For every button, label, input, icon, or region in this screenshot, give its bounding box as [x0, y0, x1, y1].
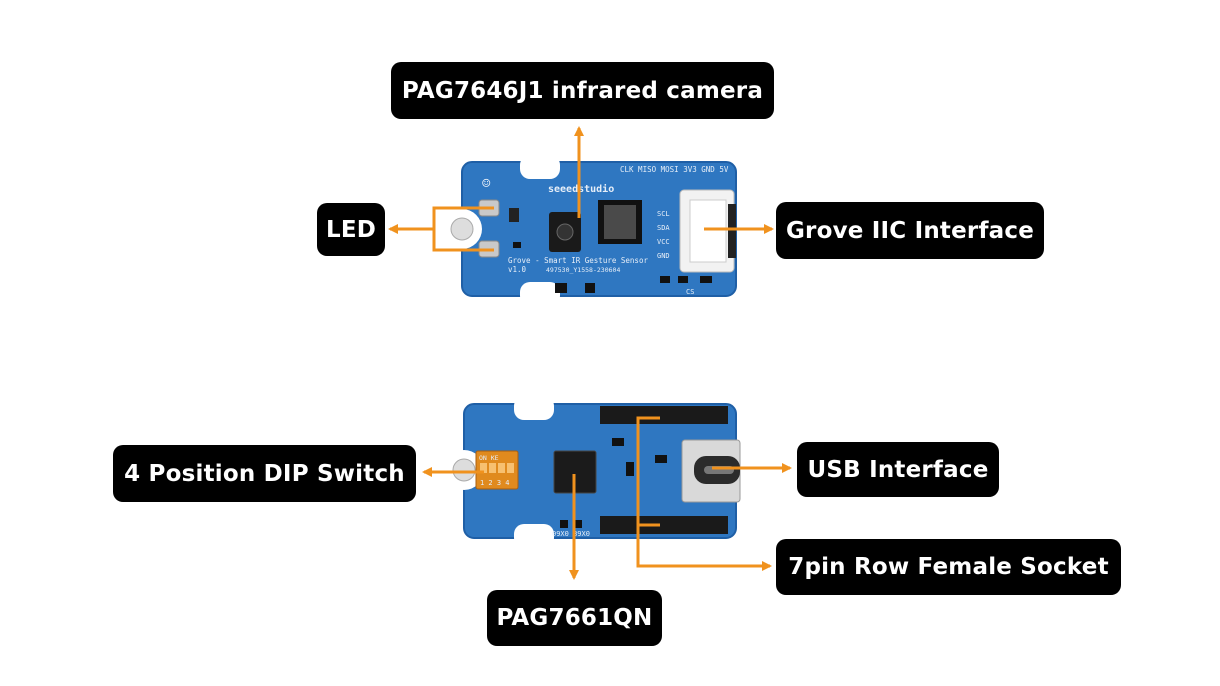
grove-label: Grove IIC Interface: [776, 202, 1044, 259]
pins-top-text: CLK MISO MOSI 3V3 GND 5V: [620, 165, 729, 174]
annotation-arrows: [388, 126, 792, 580]
led-label: LED: [317, 203, 385, 256]
board-part-text: 497530_Y1558-230604: [546, 266, 620, 274]
bottom-board: ON KE 1 2 3 4 09X0 39X0: [444, 396, 741, 548]
person-icon: ☺: [482, 176, 491, 192]
board-title-text: Grove - Smart IR Gesture Sensor: [508, 256, 648, 265]
pin-gnd: GND: [657, 252, 670, 260]
board-version-text: v1.0: [508, 265, 527, 274]
pin-vcc: VCC: [657, 238, 670, 246]
pin-sda: SDA: [657, 224, 670, 232]
top-board: seeedstudio CLK MISO MOSI 3V3 GND 5V SCL…: [442, 155, 737, 306]
pin-scl: SCL: [657, 210, 670, 218]
camera-label: PAG7646J1 infrared camera: [391, 62, 774, 119]
dip-numbers-text: 1 2 3 4: [480, 479, 510, 487]
chip-label: PAG7661QN: [487, 590, 662, 646]
dip-marks-text: ON KE: [479, 454, 499, 462]
brand-text: seeedstudio: [548, 183, 614, 195]
dip-switch: ON KE 1 2 3 4: [475, 450, 519, 490]
cs-text: CS: [686, 288, 694, 296]
grove-connector: [679, 189, 736, 273]
ir-camera: [549, 212, 581, 252]
dip-label: 4 Position DIP Switch: [113, 445, 416, 502]
female-socket-rows: [600, 406, 728, 534]
usb-label: USB Interface: [797, 442, 999, 497]
bottom-silk-text: 09X0 39X0: [552, 530, 590, 538]
usb-c-port: [681, 439, 741, 503]
socket-label: 7pin Row Female Socket: [776, 539, 1121, 595]
